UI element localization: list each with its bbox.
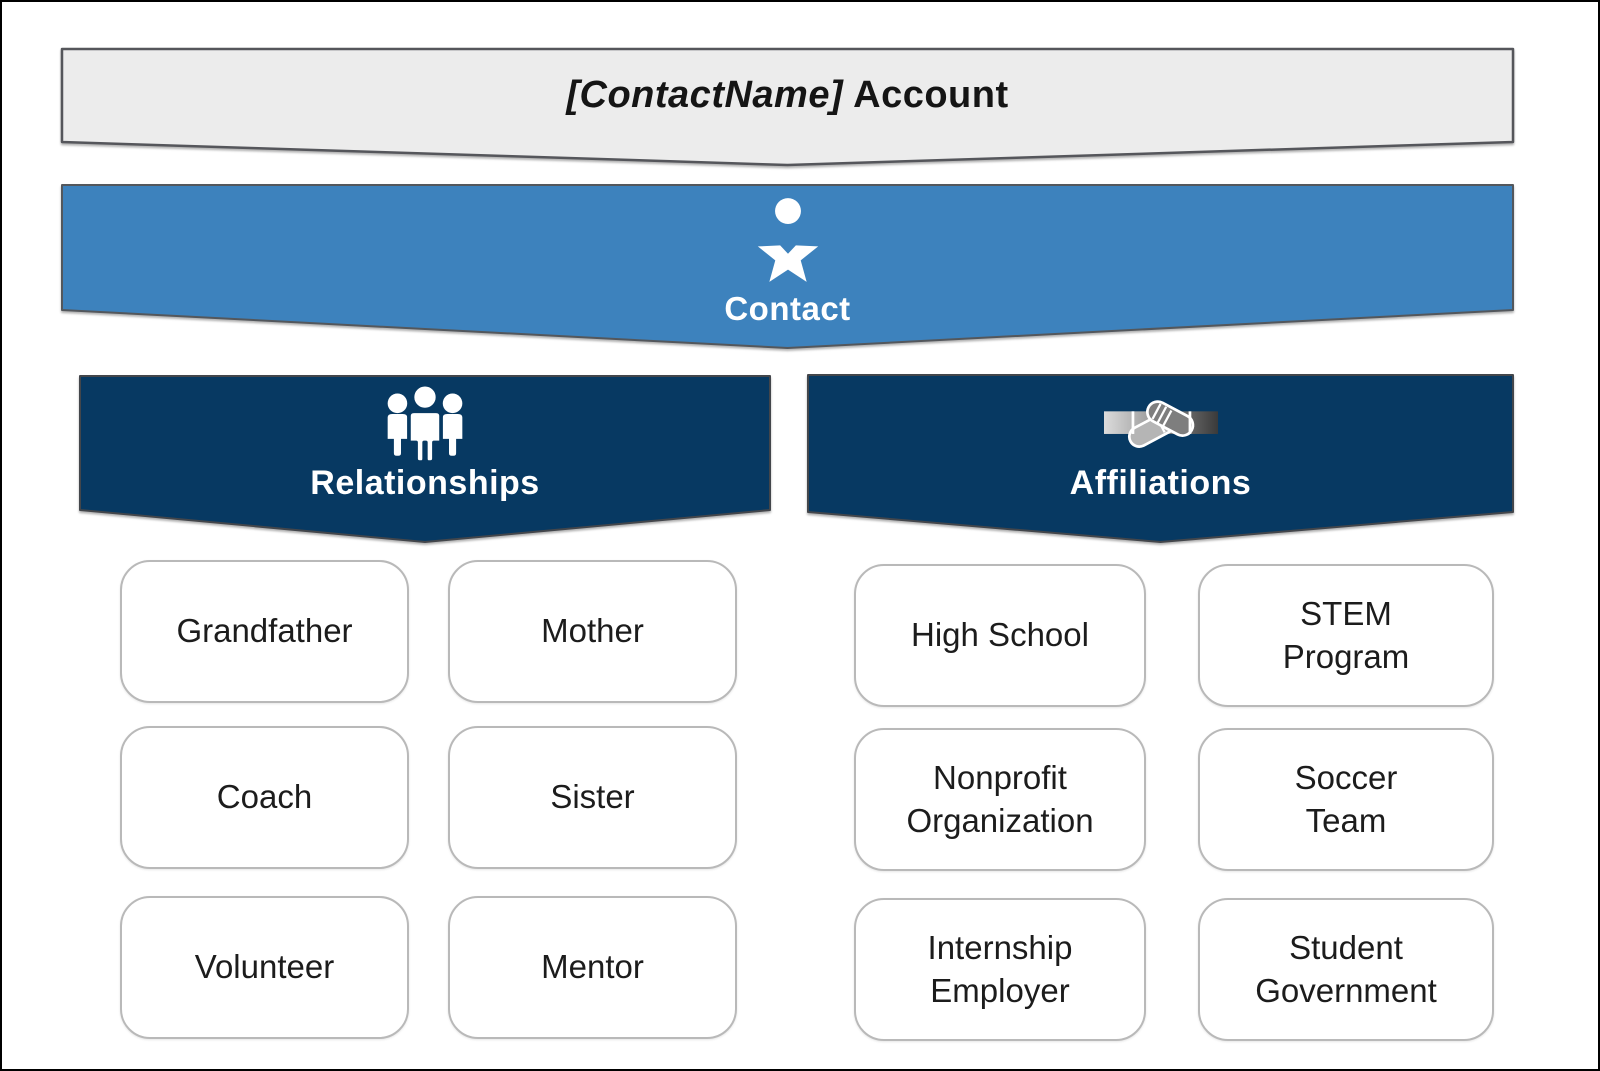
relationship-node-mentor: Mentor [448,896,737,1039]
contact-name-placeholder: [ContactName] [566,74,844,116]
relationship-node-grandfather: Grandfather [120,560,409,703]
affiliation-node-nonprofit-organization: Nonprofit Organization [854,728,1146,871]
relationship-node-sister: Sister [448,726,737,869]
affiliation-node-stem-program: STEM Program [1198,564,1494,707]
relationship-node-volunteer: Volunteer [120,896,409,1039]
affiliation-node-soccer-team: Soccer Team [1198,728,1494,871]
affiliation-node-internship-employer: Internship Employer [854,898,1146,1041]
account-title-suffix: Account [853,74,1009,116]
account-banner-shape [60,47,1515,167]
relationship-node-coach: Coach [120,726,409,869]
relationship-node-mother: Mother [448,560,737,703]
contact-banner-shape [61,184,1514,349]
relationships-banner-shape [79,375,771,543]
affiliations-banner-shape [807,374,1514,543]
affiliation-node-student-government: Student Government [1198,898,1494,1041]
account-title: [ContactName] Account [62,49,1513,142]
affiliation-node-high-school: High School [854,564,1146,707]
